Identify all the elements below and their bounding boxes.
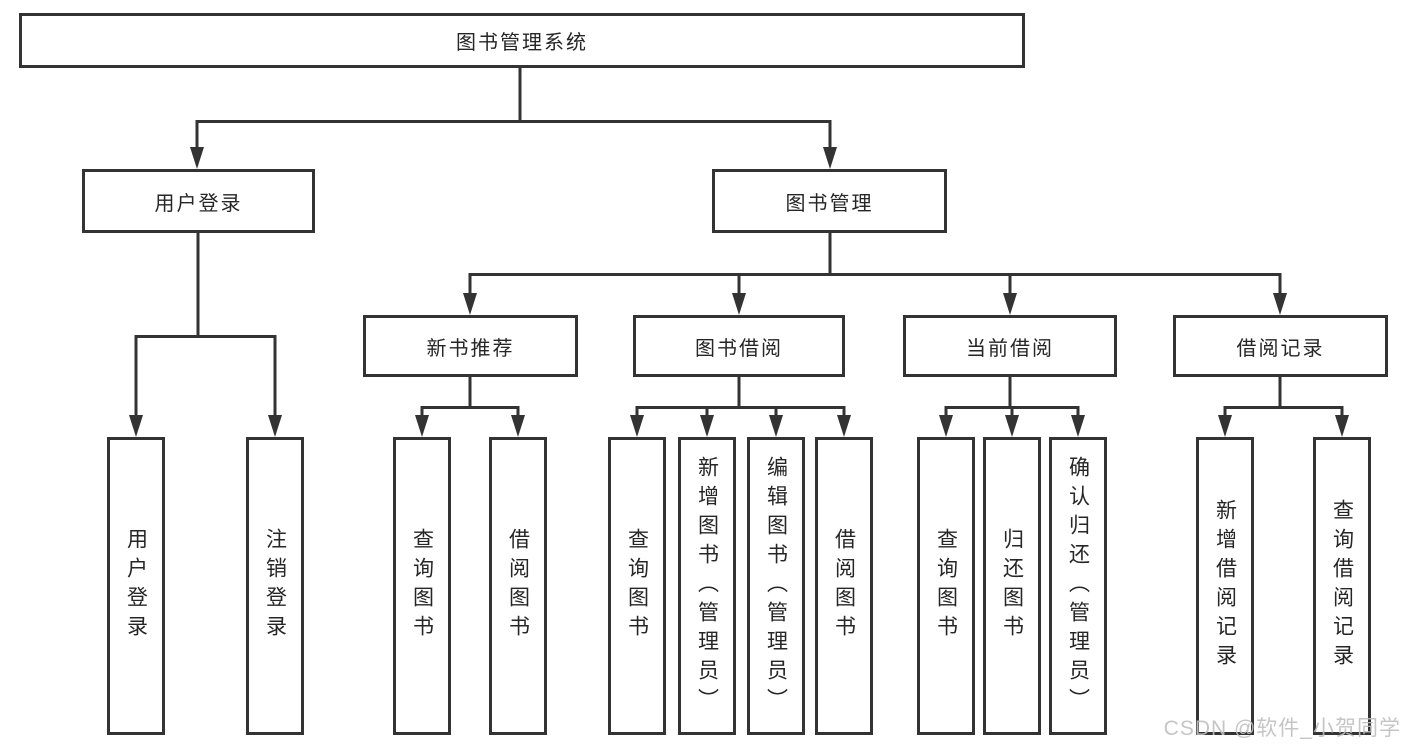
leaf-current-query-books: 查询图书 [917,437,975,735]
leaf-current-return-books: 归还图书 [983,437,1041,735]
leaf-user-login: 用户登录 [107,437,165,735]
leaf-newbook-borrow-books: 借阅图书 [489,437,547,735]
leaf-newbook-query-books: 查询图书 [393,437,451,735]
leaf-current-confirm-return-admin: 确认归还（管理员） [1049,437,1107,735]
leaf-records-query-record: 查询借阅记录 [1313,437,1371,735]
leaf-records-add-record: 新增借阅记录 [1196,437,1254,735]
connector-path [134,68,1344,419]
leaf-borrow-borrow-books: 借阅图书 [815,437,873,735]
node-book-management: 图书管理 [712,169,947,233]
arrowhead-icons [129,147,1349,437]
node-library-system: 图书管理系统 [19,13,1025,68]
node-borrow-records: 借阅记录 [1173,315,1388,377]
csdn-watermark: CSDN @软件_小贺同学 [1163,717,1401,740]
node-new-book-recommend: 新书推荐 [363,315,578,377]
leaf-logout: 注销登录 [246,437,304,735]
leaf-borrow-edit-books-admin: 编辑图书（管理员） [747,437,805,735]
leaf-borrow-add-books-admin: 新增图书（管理员） [678,437,736,735]
leaf-borrow-query-books: 查询图书 [608,437,666,735]
node-book-borrow: 图书借阅 [633,315,845,377]
node-user-login: 用户登录 [82,169,315,233]
node-current-borrow: 当前借阅 [903,315,1117,377]
